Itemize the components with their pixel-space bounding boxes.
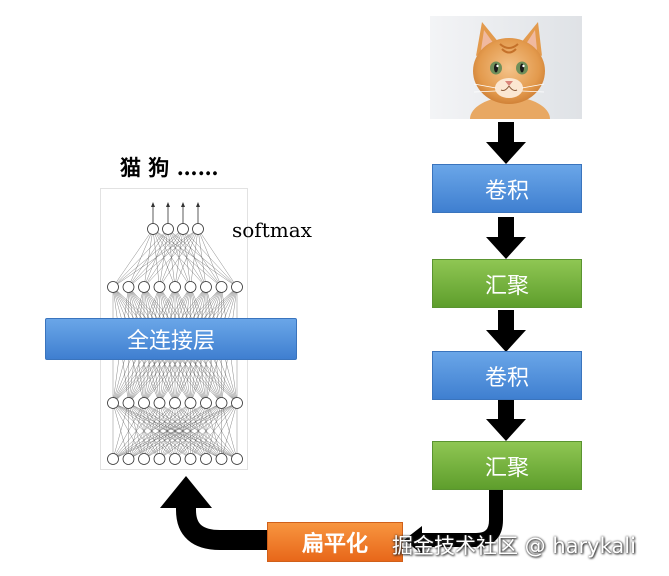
nn-connection	[182, 228, 238, 288]
nn-node	[138, 281, 150, 293]
nn-node	[215, 453, 228, 465]
nn-connection	[112, 402, 145, 460]
nn-connection	[112, 228, 184, 288]
nn-node	[192, 223, 204, 235]
nn-node	[200, 397, 212, 409]
nn-connection	[112, 402, 207, 460]
nn-connection	[112, 402, 176, 460]
nn-node	[122, 397, 135, 409]
curved-arrow-icon	[160, 476, 503, 554]
nn-connection	[128, 228, 199, 288]
nn-connection	[205, 402, 238, 460]
nn-node	[200, 453, 212, 465]
nn-node	[138, 453, 150, 465]
nn-connection	[197, 228, 207, 288]
nn-output-arrowhead	[151, 202, 155, 207]
input-image	[430, 16, 582, 119]
nn-connection	[152, 228, 176, 288]
nn-connection	[112, 402, 129, 460]
nn-node	[184, 453, 197, 465]
nn-connection	[197, 228, 222, 288]
class-labels: 猫 狗 ……	[120, 155, 219, 180]
nn-connection	[221, 402, 238, 460]
nn-connection	[112, 402, 160, 460]
nn-connection	[197, 228, 238, 288]
nn-connection	[152, 228, 191, 288]
nn-connection	[182, 228, 222, 288]
nn-node	[107, 453, 119, 465]
nn-connection	[143, 402, 238, 460]
watermark: 掘金技术社区 @ harykali	[392, 534, 636, 558]
nn-connection	[190, 402, 238, 460]
nn-connection	[143, 228, 169, 288]
nn-connection	[174, 228, 184, 288]
nn-node	[153, 281, 166, 293]
nn-connection	[159, 228, 199, 288]
nn-connection	[152, 228, 238, 288]
pool-box-2: 汇聚	[432, 441, 582, 490]
pool-box-1: 汇聚	[432, 259, 582, 308]
nn-output-arrowhead	[181, 202, 185, 207]
conv-box-1: 卷积	[432, 164, 582, 213]
nn-connection	[143, 228, 154, 288]
nn-node	[215, 397, 228, 409]
nn-node	[231, 453, 243, 465]
down-arrow-icon	[486, 217, 526, 259]
nn-connection	[112, 402, 191, 460]
nn-connection	[112, 228, 199, 288]
nn-connection	[112, 402, 222, 460]
nn-connection	[167, 228, 207, 288]
nn-connection	[167, 228, 238, 288]
nn-node	[122, 453, 135, 465]
nn-node	[107, 397, 119, 409]
nn-connection	[112, 228, 169, 288]
fully-connected-box: 全连接层	[45, 318, 297, 360]
nn-node	[153, 397, 166, 409]
nn-connection	[182, 228, 207, 288]
kitten-photo-icon	[430, 16, 582, 119]
nn-node	[231, 397, 243, 409]
nn-node	[231, 281, 243, 293]
nn-node	[169, 453, 181, 465]
nn-connection	[159, 228, 169, 288]
nn-node	[184, 397, 197, 409]
nn-connection	[128, 402, 238, 460]
nn-connection	[152, 228, 207, 288]
nn-node	[169, 281, 181, 293]
nn-output-arrowhead	[166, 202, 170, 207]
nn-connection	[159, 228, 184, 288]
nn-node	[215, 281, 228, 293]
nn-connection	[112, 228, 154, 288]
nn-connection	[167, 228, 191, 288]
flatten-box: 扁平化	[267, 522, 403, 562]
nn-connection	[143, 228, 199, 288]
nn-node	[107, 281, 119, 293]
nn-connection	[152, 228, 160, 288]
nn-connection	[190, 228, 199, 288]
nn-node	[162, 223, 174, 235]
nn-node	[138, 397, 150, 409]
nn-connection	[167, 228, 222, 288]
nn-node	[147, 223, 159, 235]
nn-connection	[128, 228, 154, 288]
nn-connection	[159, 402, 238, 460]
nn-connection	[112, 402, 238, 460]
conv-box-2: 卷积	[432, 351, 582, 400]
nn-node	[200, 281, 212, 293]
nn-connection	[182, 228, 191, 288]
softmax-label: softmax	[232, 218, 312, 242]
nn-connection	[174, 228, 199, 288]
nn-node	[122, 281, 135, 293]
nn-node	[153, 453, 166, 465]
nn-connection	[167, 228, 176, 288]
nn-node	[184, 281, 197, 293]
down-arrow-icon	[486, 122, 526, 164]
nn-output-arrowhead	[196, 202, 200, 207]
down-arrow-icon	[486, 399, 526, 441]
down-arrow-icon	[486, 310, 526, 352]
nn-node	[169, 397, 181, 409]
nn-connection	[152, 228, 222, 288]
nn-node	[177, 223, 189, 235]
nn-connection	[174, 402, 238, 460]
